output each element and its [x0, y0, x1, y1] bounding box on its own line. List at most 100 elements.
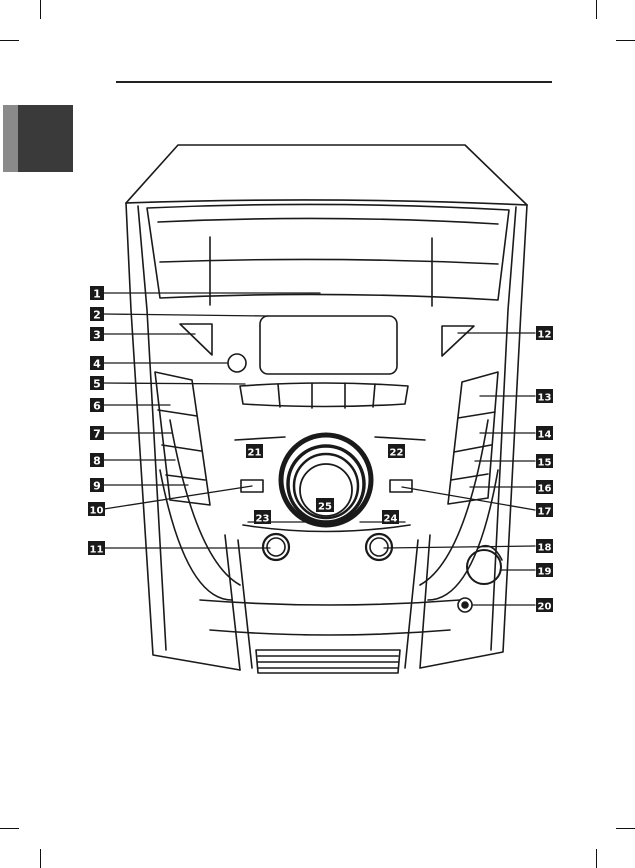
unit-top-front-edge [125, 199, 528, 206]
callout-20: 20 [536, 598, 553, 613]
crop-mark [616, 40, 635, 41]
lower-body-right [404, 534, 431, 669]
callout-15: 15 [536, 454, 553, 469]
callout-22: 22 [388, 444, 405, 459]
dial-outer-ring [278, 432, 374, 528]
knob-11 [261, 532, 291, 562]
callout-number: 25 [318, 502, 332, 513]
callout-1: 1 [90, 286, 104, 301]
callout-number: 14 [538, 430, 552, 441]
callout-number: 4 [93, 358, 101, 371]
callout-7: 7 [90, 426, 104, 441]
callout-number: 24 [384, 514, 398, 525]
header-rule [116, 81, 552, 83]
callout-8: 8 [90, 453, 104, 468]
dial-ring-3 [292, 452, 360, 520]
unit-inner-left [137, 205, 167, 651]
callout-number: 8 [93, 455, 101, 468]
callout-number: 19 [538, 567, 552, 578]
callout-6: 6 [90, 398, 104, 413]
bezel-inner [157, 217, 499, 225]
bezel [146, 203, 510, 301]
unit-inner-right [490, 206, 517, 651]
callout-25: 25 [316, 498, 334, 513]
chapter-tab-edge [3, 105, 18, 172]
callout-number: 3 [93, 329, 101, 342]
callout-number: 13 [538, 393, 552, 404]
callout-13: 13 [536, 389, 553, 404]
callout-11: 11 [88, 541, 105, 556]
callout-number: 2 [93, 309, 101, 322]
callout-number: 7 [93, 428, 101, 441]
callout-number: 12 [538, 330, 552, 341]
crop-mark [40, 0, 41, 19]
left-button-column [154, 371, 211, 506]
callout-24: 24 [382, 510, 399, 525]
callout-number: 5 [93, 378, 101, 391]
callout-3: 3 [90, 327, 104, 342]
display-window [259, 315, 398, 375]
power-knob [466, 549, 502, 585]
callout-number: 23 [256, 514, 270, 525]
crop-mark [596, 849, 597, 868]
phones-jack-core [461, 601, 469, 609]
unit-top [125, 144, 528, 206]
bezel-panel [209, 236, 433, 307]
function-button-dividers [277, 382, 376, 409]
callout-14: 14 [536, 426, 553, 441]
button-12 [441, 325, 475, 357]
dial-housing-low [242, 524, 411, 533]
unit-body-outline [125, 202, 528, 671]
callout-number: 1 [93, 288, 101, 301]
dial-knob [299, 463, 353, 517]
button-3 [179, 323, 213, 356]
button-17 [389, 479, 413, 493]
callout-18: 18 [536, 539, 553, 554]
callout-4: 4 [90, 356, 104, 371]
knob-11-inner [266, 537, 286, 557]
callout-number: 22 [390, 448, 404, 459]
crop-mark [596, 0, 597, 19]
callout-12: 12 [536, 326, 553, 341]
callout-number: 15 [538, 458, 552, 469]
leader-lines [103, 292, 536, 606]
crop-mark [0, 40, 19, 41]
vent-grille [255, 649, 401, 674]
callout-5: 5 [90, 376, 104, 391]
callout-number: 18 [538, 543, 552, 554]
callout-16: 16 [536, 480, 553, 495]
callout-number: 9 [93, 480, 101, 493]
disc-tray [159, 258, 499, 265]
knob-18-inner [369, 537, 389, 557]
callout-9: 9 [90, 478, 104, 493]
callout-number: 20 [538, 602, 552, 613]
dial-ring-2 [286, 444, 366, 524]
callout-number: 11 [90, 545, 104, 556]
callout-number: 6 [93, 400, 101, 413]
callout-number: 21 [248, 448, 262, 459]
vent-slats [257, 655, 399, 669]
body-curve-right [419, 419, 499, 601]
callout-number: 10 [90, 506, 104, 517]
callout-number: 17 [538, 507, 552, 518]
crop-mark [40, 849, 41, 868]
lower-shelf [199, 599, 461, 636]
crop-mark [616, 828, 635, 829]
button-10 [240, 479, 264, 493]
right-button-column [447, 371, 499, 505]
callout-number: 16 [538, 484, 552, 495]
right-button-dividers [450, 411, 496, 481]
callout-10: 10 [88, 502, 105, 517]
crop-mark [0, 828, 19, 829]
callout-17: 17 [536, 503, 553, 518]
left-button-dividers [157, 409, 206, 481]
function-buttons [239, 382, 409, 408]
callout-19: 19 [536, 563, 553, 578]
callout-2: 2 [90, 307, 104, 322]
callout-21: 21 [246, 444, 263, 459]
knob-18 [364, 532, 394, 562]
dial-housing [234, 436, 426, 441]
